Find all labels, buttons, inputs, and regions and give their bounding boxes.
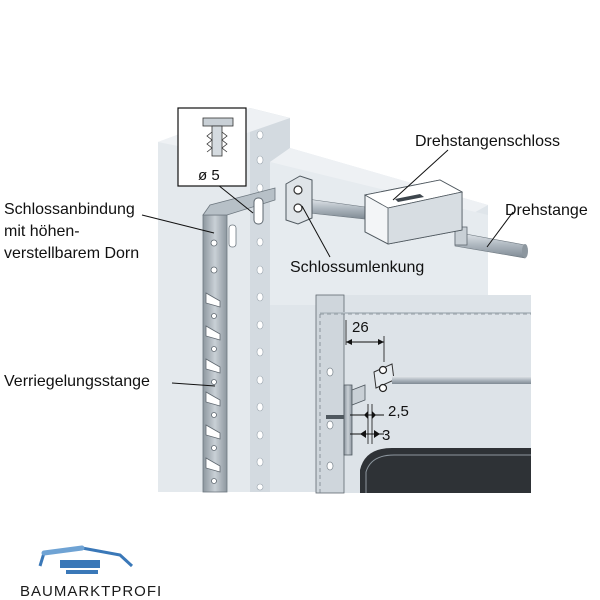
label-drehstange: Drehstange: [505, 202, 588, 219]
pin-diameter-label: ø 5: [198, 167, 220, 184]
label-verriegelungsstange: Verriegelungsstange: [4, 373, 150, 390]
label-drehstangenschloss: Drehstangenschloss: [415, 133, 560, 150]
label-schlossumlenkung: Schlossumlenkung: [290, 259, 424, 276]
pin-detail-box: [177, 107, 254, 214]
brand-name: BAUMARKTPROFI: [20, 583, 162, 600]
dimension-3: 3: [382, 427, 390, 444]
dimension-2-5: 2,5: [388, 403, 409, 420]
brand-logo: [38, 545, 134, 574]
label-schlossanbindung-line3: verstellbarem Dorn: [4, 245, 139, 262]
leader-lines: [141, 149, 514, 387]
locking-bar: [202, 187, 276, 493]
dimension-26: 26: [352, 319, 369, 336]
label-schlossanbindung-line2: mit höhen-: [4, 223, 80, 240]
inset-section-detail: [315, 294, 531, 494]
rod-lock-box: [363, 179, 464, 245]
label-schlossanbindung-line1: Schlossanbindung: [4, 201, 135, 218]
